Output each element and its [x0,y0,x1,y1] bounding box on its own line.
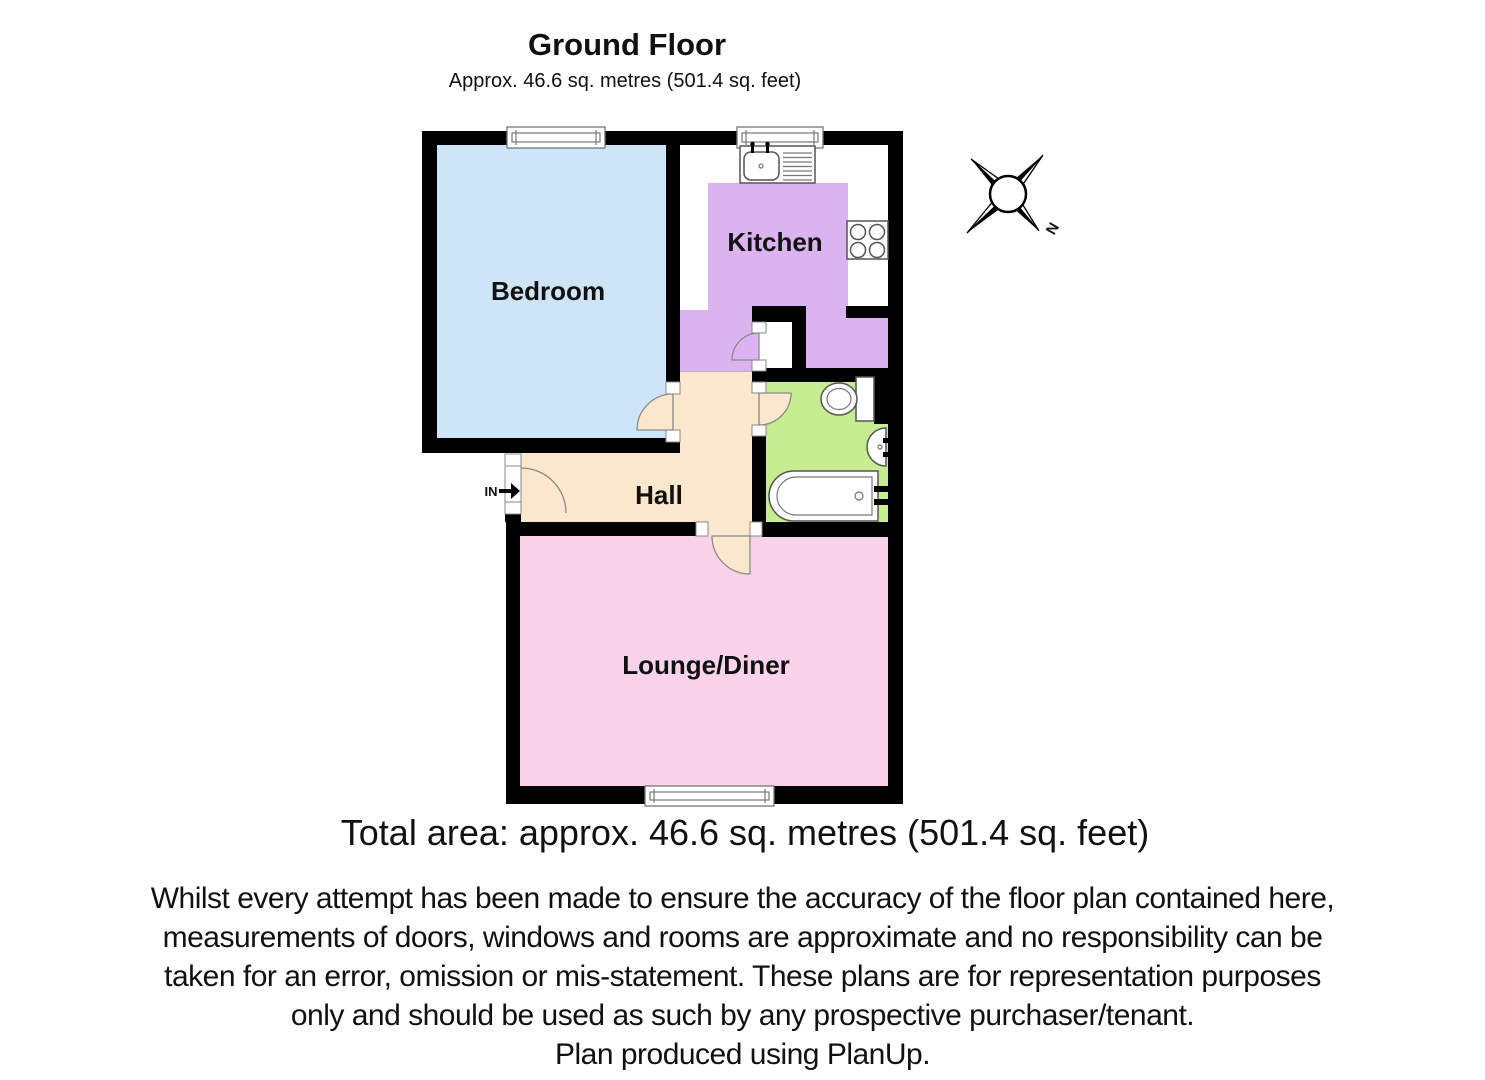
basin [866,427,896,467]
compass-north-label: N [1042,219,1062,237]
kitchen-sink-unit [739,141,816,184]
disclaimer-line: taken for an error, omission or mis-stat… [164,960,1321,993]
bedroom-window [506,126,606,149]
room-bedroom [437,145,666,438]
room-lounge [520,536,888,786]
plan-credit: Plan produced using PlanUp. [554,1038,931,1071]
disclaimer-text: Whilst every attempt has been made to en… [0,879,1485,1074]
kitchen-window [736,126,824,149]
bathtub [768,470,888,522]
windows [506,126,824,807]
toilet [820,376,875,422]
hob [846,220,889,260]
lounge-label: Lounge/Diner [622,650,790,680]
entry-arrow: IN [485,483,520,499]
lounge-window [644,785,775,807]
page-subtitle: Approx. 46.6 sq. metres (501.4 sq. feet) [448,70,802,92]
kitchen-label: Kitchen [727,227,822,257]
disclaimer-line: only and should be used as such by any p… [290,999,1195,1032]
compass-icon: N [966,154,1062,237]
entry-door-arc [520,467,567,514]
bathroom-door-arc [758,392,792,426]
hall-label: Hall [635,480,683,510]
disclaimer-line: Whilst every attempt has been made to en… [150,882,1335,915]
drainer-lines [783,152,812,181]
kitchen-door-arc [731,332,760,361]
room-hall [520,372,752,522]
total-area-text: Total area: approx. 46.6 sq. metres (501… [340,812,1150,853]
door-arcs [520,332,792,575]
lounge-door-arc [711,535,751,575]
bedroom-label: Bedroom [491,276,605,306]
bedroom-door-arc [636,393,674,431]
entry-in-label: IN [485,484,498,499]
disclaimer-line: measurements of doors, windows and rooms… [162,921,1323,954]
page-title: Ground Floor [527,27,727,62]
